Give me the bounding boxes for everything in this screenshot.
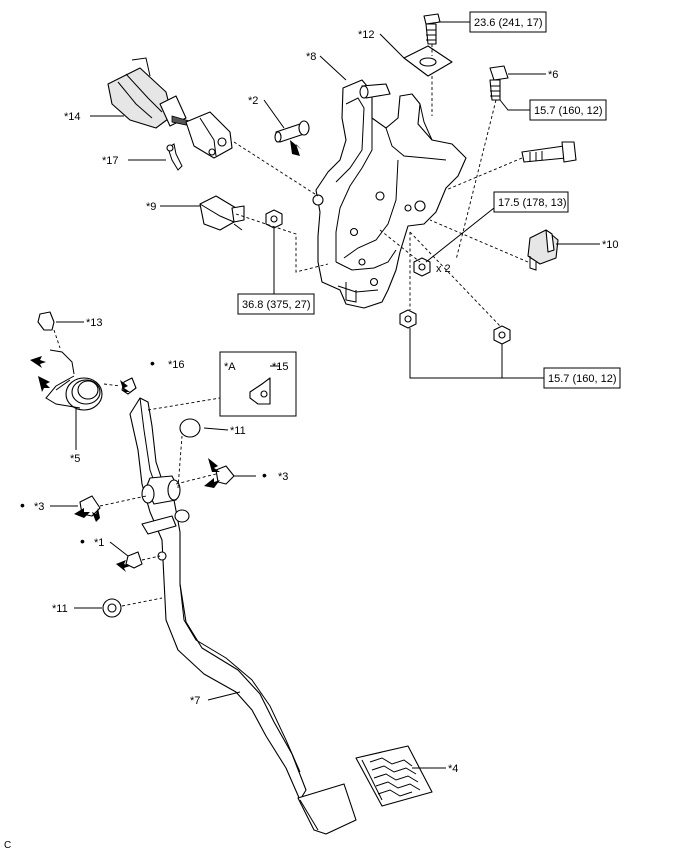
master-cylinder-push-rod xyxy=(107,57,233,159)
nut-17-5 xyxy=(413,257,431,277)
arrow-pin xyxy=(290,140,302,156)
grease-mark-3-right: • xyxy=(262,467,267,483)
torque-box-4 xyxy=(237,293,315,315)
label-10: *10 xyxy=(602,239,619,251)
label-4: *4 xyxy=(448,763,458,775)
label-7: *7 xyxy=(190,695,200,707)
arrow-3l-right xyxy=(92,508,100,522)
torque-2: 15.7 (160, 12) xyxy=(534,105,603,117)
label-1: *1 xyxy=(94,537,104,549)
bushing-3-right xyxy=(215,465,235,485)
arrow-bushing16 xyxy=(120,380,130,392)
arrow-spring-mid xyxy=(38,376,50,392)
label-corner: C xyxy=(4,840,11,851)
leader-lines xyxy=(50,21,600,769)
label-11-bottom: *11 xyxy=(52,603,68,615)
turnover-spring xyxy=(45,349,103,411)
cushion-11-bottom xyxy=(102,598,122,618)
pedal-support-bracket xyxy=(312,79,467,309)
grease-mark-16: • xyxy=(150,355,155,371)
clutch-pedal-lever xyxy=(129,397,357,835)
label-9: *9 xyxy=(146,201,156,213)
apply-arrows xyxy=(30,140,302,572)
torque-box-5 xyxy=(543,367,621,389)
bolt-12 xyxy=(423,13,441,45)
label-16: *16 xyxy=(168,359,185,371)
label-5: *5 xyxy=(70,453,80,465)
label-11-top: *11 xyxy=(230,425,246,437)
arrow-1 xyxy=(116,560,130,572)
label-3-left: *3 xyxy=(34,501,44,513)
label-14: *14 xyxy=(64,111,81,123)
pedal-sensor xyxy=(527,229,559,271)
nut-15-7-right xyxy=(493,325,511,345)
bolt-6 xyxy=(489,65,509,101)
pedal-pad xyxy=(355,745,433,807)
grease-mark-3-left: • xyxy=(20,497,25,513)
part-15 xyxy=(249,377,271,405)
nut-plate-12 xyxy=(403,45,453,77)
arrow-3l-left xyxy=(74,508,90,518)
torque-box-2 xyxy=(529,99,607,121)
arrow-3r-bot xyxy=(204,478,220,488)
torque-box-1 xyxy=(469,11,547,33)
torque-3: 17.5 (178, 13) xyxy=(498,197,567,209)
bushing-1 xyxy=(125,551,143,569)
assembly-lines xyxy=(53,44,529,607)
torque-box-3 xyxy=(493,191,569,213)
nut-15-7-left xyxy=(399,309,417,329)
view-a-box xyxy=(219,351,297,417)
label-8: *8 xyxy=(306,51,316,63)
arrow-spring-top xyxy=(30,356,46,368)
label-15: *15 xyxy=(272,361,289,373)
grease-mark-1: • xyxy=(80,533,85,549)
label-view-a: *A xyxy=(224,361,236,373)
long-bolt xyxy=(521,141,577,163)
label-12: *12 xyxy=(358,29,375,41)
torque-1: 23.6 (241, 17) xyxy=(474,17,543,29)
label-quantity: x 2 xyxy=(436,263,451,275)
label-13: *13 xyxy=(86,317,103,329)
label-2: *2 xyxy=(248,95,258,107)
torque-4: 36.8 (375, 27) xyxy=(242,299,311,311)
cushion-11-top xyxy=(179,418,201,438)
torque-5: 15.7 (160, 12) xyxy=(548,373,617,385)
clip-13 xyxy=(37,311,55,331)
label-17: *17 xyxy=(102,155,119,167)
nut-36-8 xyxy=(265,209,283,229)
label-3-right: *3 xyxy=(278,471,288,483)
arrow-3r-top xyxy=(208,458,220,472)
clip xyxy=(166,143,183,171)
clevis-pin xyxy=(274,120,310,143)
clutch-switch xyxy=(199,195,245,231)
label-6: *6 xyxy=(548,69,558,81)
